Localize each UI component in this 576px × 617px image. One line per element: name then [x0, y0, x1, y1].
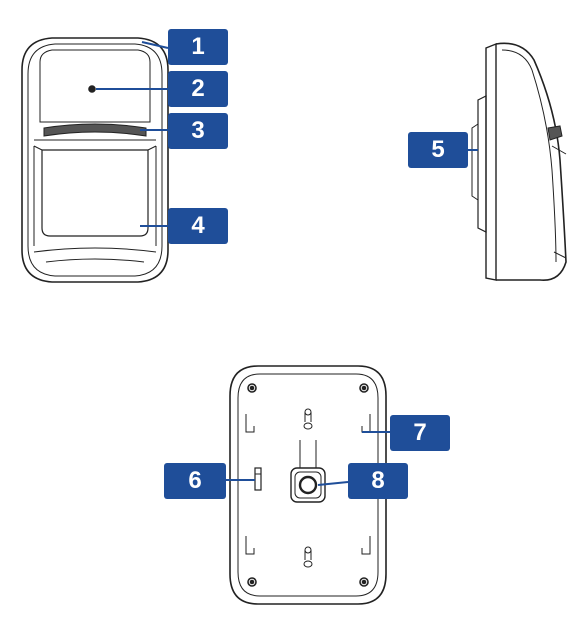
- callout-6: 6: [164, 463, 226, 499]
- callout-3: 3: [168, 113, 228, 149]
- leader-lines: [96, 41, 478, 486]
- detector-side-view: [471, 42, 567, 281]
- callout-4: 4: [168, 208, 228, 244]
- detector-front-view: [21, 37, 169, 283]
- callout-7: 7: [390, 415, 450, 451]
- callout-2: 2: [168, 71, 228, 107]
- callout-5: 5: [408, 132, 468, 168]
- tamper-switch: [254, 467, 262, 491]
- callout-1: 1: [168, 29, 228, 65]
- callout-8: 8: [348, 463, 408, 499]
- led-indicator: [88, 85, 96, 93]
